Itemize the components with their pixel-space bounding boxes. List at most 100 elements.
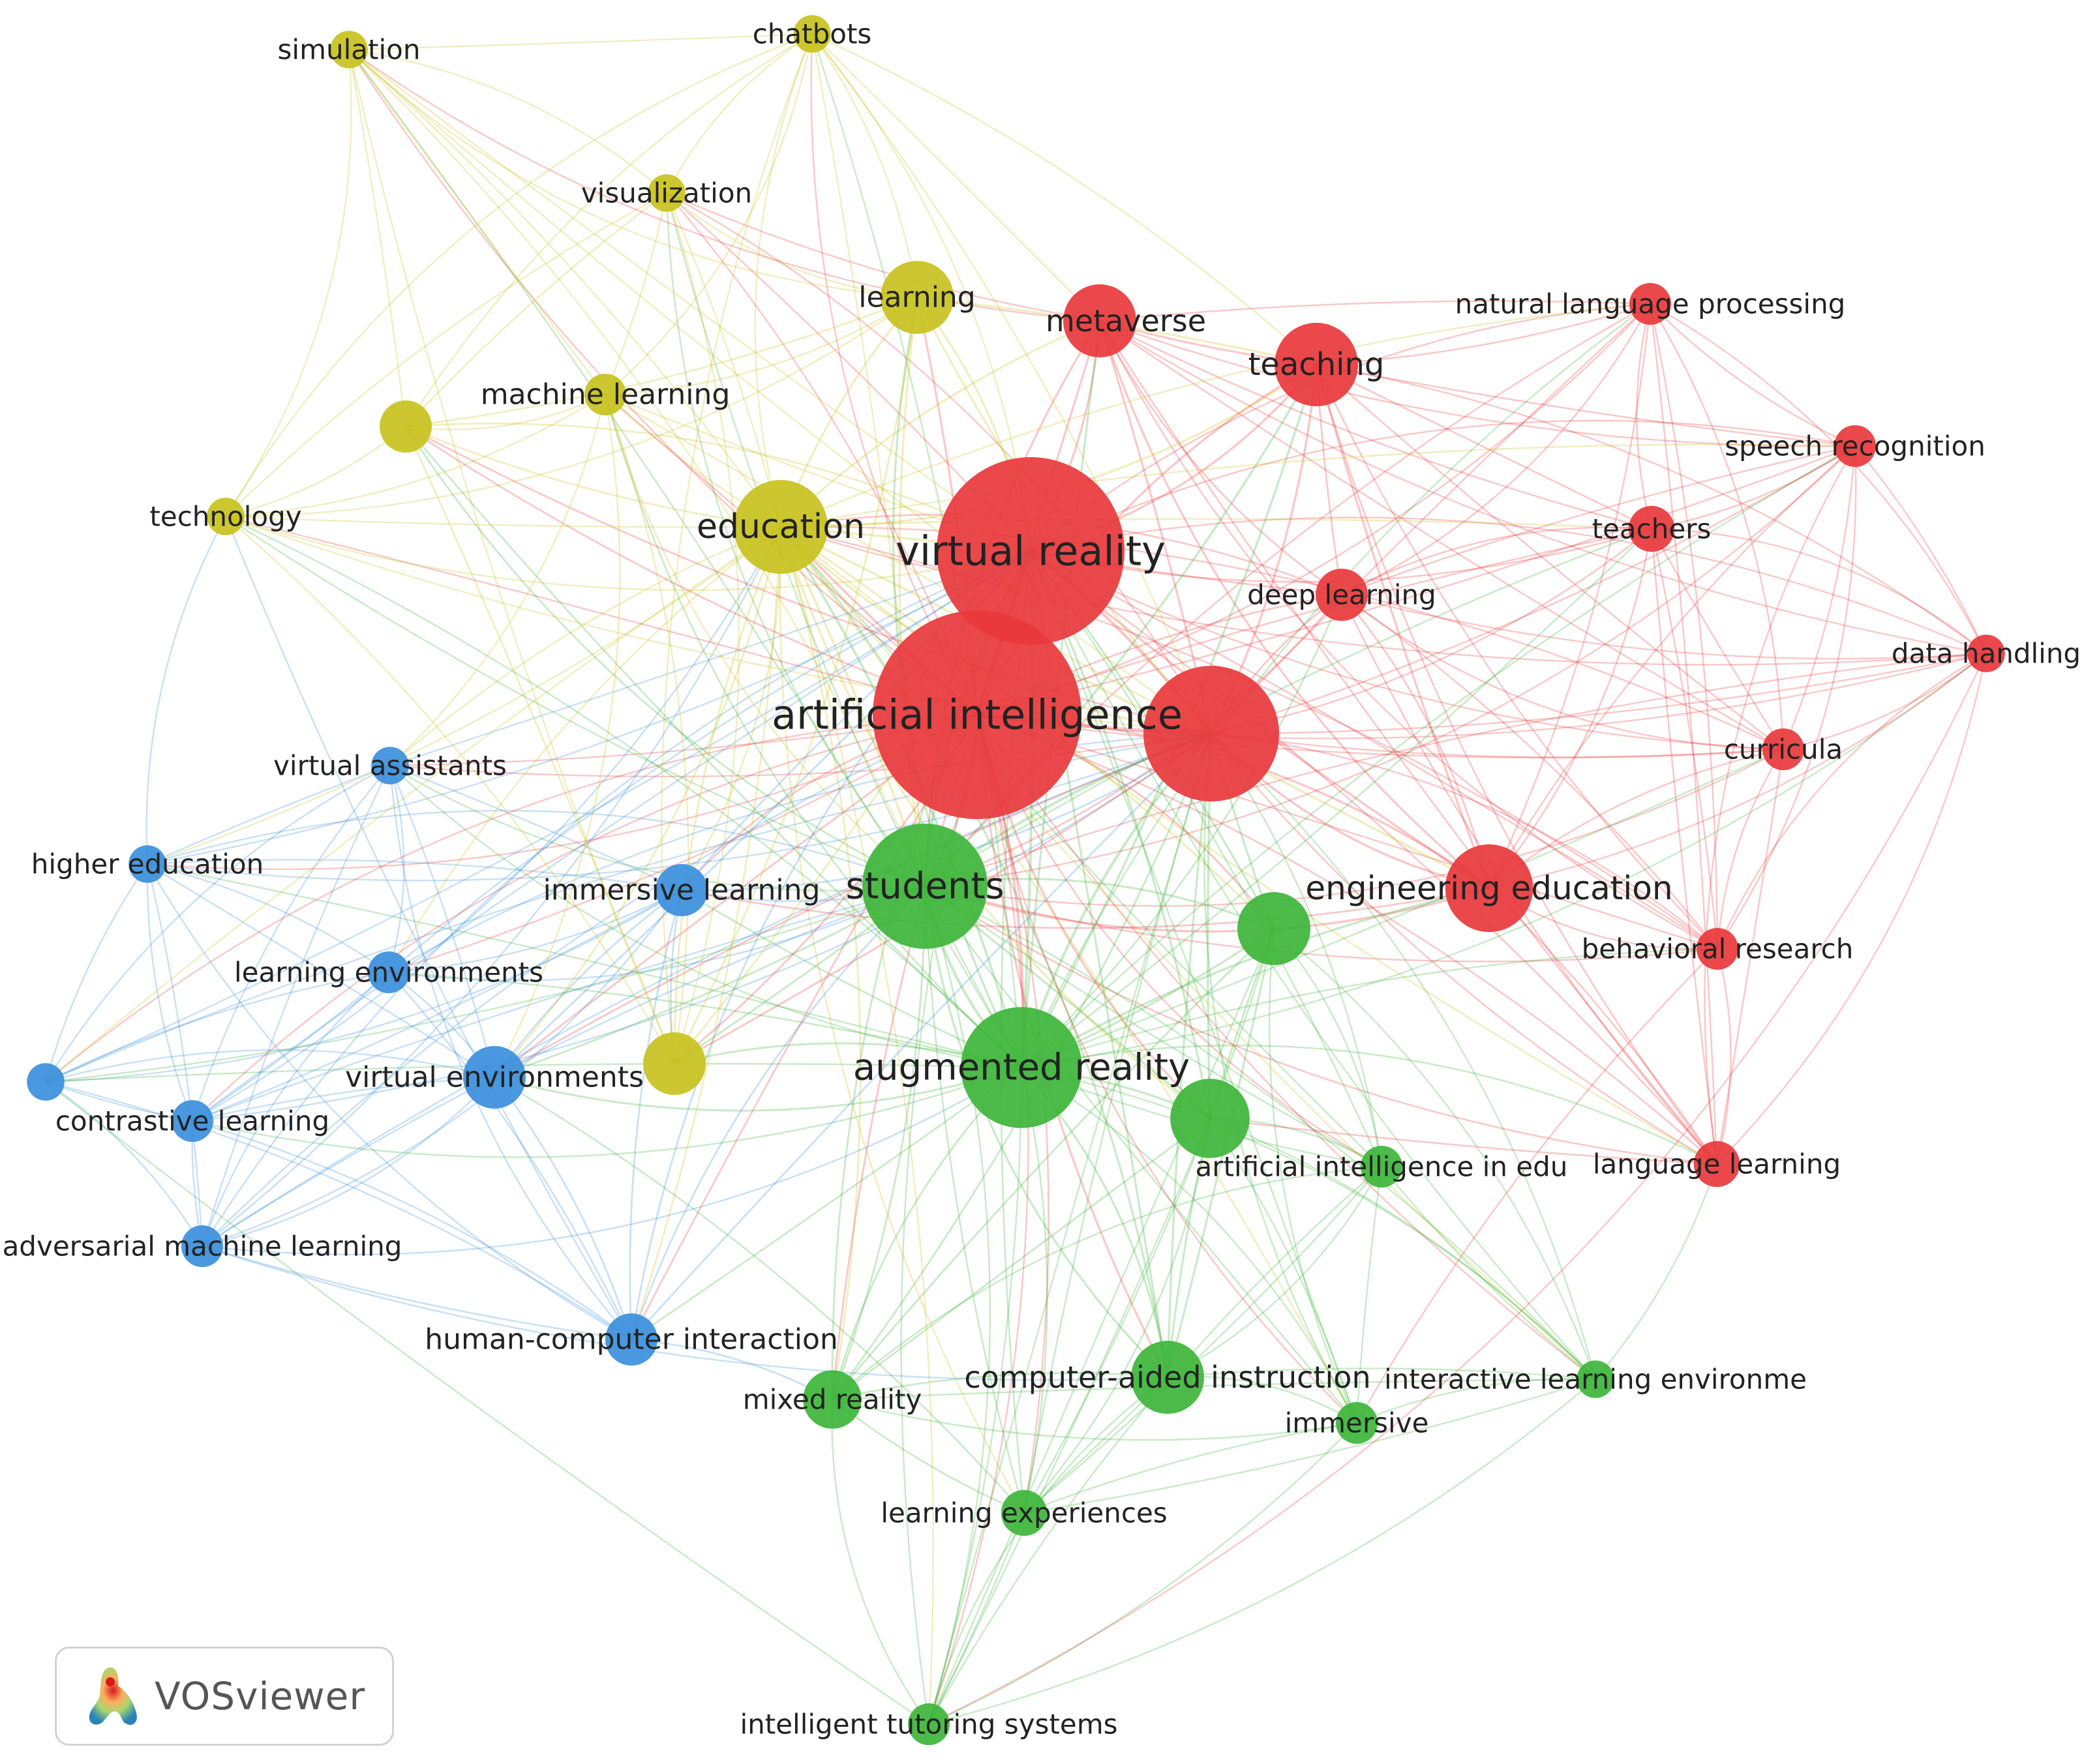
node-behavioral-research[interactable] xyxy=(1697,928,1738,970)
node-machine-learning[interactable] xyxy=(584,374,626,415)
node-artificial-intelligence-in-edu[interactable] xyxy=(1361,1146,1402,1188)
node-learning[interactable] xyxy=(881,261,954,334)
network-edge xyxy=(388,971,1022,1069)
network-edge xyxy=(780,526,1358,1424)
network-edge xyxy=(1315,364,1490,889)
network-edge xyxy=(1211,732,1784,758)
node-unlabeled-green-2[interactable] xyxy=(1170,1079,1250,1158)
node-education[interactable] xyxy=(734,480,828,574)
node-unlabeled-yellow-2[interactable] xyxy=(643,1032,706,1095)
network-edge xyxy=(1021,887,1490,1069)
network-edge xyxy=(1316,363,1987,654)
network-edge xyxy=(924,886,1357,1424)
network-edge xyxy=(1355,948,1718,1424)
network-edge xyxy=(780,526,1784,751)
node-metaverse[interactable] xyxy=(1063,284,1136,357)
node-adversarial-machine-learning[interactable] xyxy=(181,1225,223,1267)
network-edge xyxy=(388,885,926,981)
node-virtual-assistants[interactable] xyxy=(371,747,409,785)
network-edge xyxy=(630,526,782,1340)
node-students[interactable] xyxy=(862,824,988,949)
node-natural-language-processing[interactable] xyxy=(1629,283,1671,325)
node-human-computer-interaction[interactable] xyxy=(605,1313,657,1366)
network-edge xyxy=(225,515,1031,591)
network-edge xyxy=(1716,749,1785,949)
network-edge xyxy=(1649,303,1785,750)
node-language-learning[interactable] xyxy=(1693,1141,1740,1188)
node-mixed-reality[interactable] xyxy=(803,1370,862,1429)
node-unlabeled-green-1[interactable] xyxy=(1237,892,1310,965)
network-edge xyxy=(493,1077,633,1340)
node-artificial-intelligence[interactable] xyxy=(873,610,1081,819)
network-edge xyxy=(1356,1378,1596,1424)
network-edge xyxy=(666,192,1213,734)
node-augmented-reality[interactable] xyxy=(961,1007,1082,1128)
network-edge xyxy=(389,764,682,891)
label-immersive: immersive xyxy=(1285,1407,1429,1439)
network-edge xyxy=(1488,888,1718,1165)
network-edge xyxy=(147,809,926,888)
node-simulation[interactable] xyxy=(330,31,368,68)
node-virtual-environments[interactable] xyxy=(463,1046,526,1109)
network-edge xyxy=(924,885,1490,933)
node-intelligent-tutoring-systems[interactable] xyxy=(908,1703,950,1745)
network-edge xyxy=(1649,303,1718,1165)
network-edge xyxy=(810,33,978,715)
network-edge xyxy=(348,49,926,887)
node-visualization[interactable] xyxy=(648,174,686,212)
node-teaching[interactable] xyxy=(1275,323,1358,406)
network-edge xyxy=(1209,1117,1596,1380)
network-edge xyxy=(1021,948,1718,1069)
node-deep-learning[interactable] xyxy=(1316,569,1368,621)
node-interactive-learning-environme[interactable] xyxy=(1577,1360,1614,1398)
node-teachers[interactable] xyxy=(1628,505,1675,552)
network-edge xyxy=(389,526,781,766)
node-technology[interactable] xyxy=(207,498,245,535)
node-engineering-education[interactable] xyxy=(1445,844,1533,933)
network-edge xyxy=(192,889,682,1122)
network-edge xyxy=(1650,303,1856,447)
network-edge xyxy=(1315,364,1718,1165)
label-intelligent-tutoring-systems: intelligent tutoring systems xyxy=(740,1709,1117,1741)
network-edge xyxy=(1029,550,1596,1380)
network-edge xyxy=(1651,445,1856,530)
network-edge xyxy=(976,713,1784,758)
network-edge xyxy=(1030,550,1717,1165)
network-edge xyxy=(1030,550,1718,950)
vosviewer-logo-text: VOSviewer xyxy=(155,1674,366,1718)
network-edge xyxy=(192,972,389,1122)
network-edge xyxy=(404,426,926,888)
node-virtual-reality[interactable] xyxy=(937,457,1125,645)
network-edge xyxy=(1595,1163,1718,1380)
label-higher-education: higher education xyxy=(31,848,264,880)
node-immersive-learning[interactable] xyxy=(656,864,708,916)
network-edge xyxy=(405,423,1031,552)
node-learning-experiences[interactable] xyxy=(1001,1489,1048,1536)
node-contrastive-learning[interactable] xyxy=(172,1100,213,1142)
node-data-handling[interactable] xyxy=(1967,635,2005,672)
network-edge xyxy=(192,1076,495,1122)
network-edge xyxy=(630,714,978,1340)
node-immersive[interactable] xyxy=(1336,1402,1378,1444)
node-unlabeled-blue[interactable] xyxy=(27,1063,65,1101)
network-edge xyxy=(832,1398,1357,1441)
network-edge xyxy=(1854,445,1987,654)
node-chatbots[interactable] xyxy=(793,15,831,53)
network-edge xyxy=(1099,320,1784,751)
node-computer-aided-instruction[interactable] xyxy=(1131,1341,1204,1414)
network-edge xyxy=(976,713,1717,1165)
network-edge xyxy=(224,33,813,517)
network-edge xyxy=(147,550,1031,865)
node-curricula[interactable] xyxy=(1762,728,1804,770)
network-edge xyxy=(673,526,782,1064)
network-edge xyxy=(146,863,194,1122)
network-edge xyxy=(1023,1118,1211,1514)
node-higher-education[interactable] xyxy=(128,845,166,883)
node-unlabeled-red-hub[interactable] xyxy=(1143,666,1279,801)
network-edge xyxy=(924,528,1652,888)
node-learning-environments[interactable] xyxy=(368,951,410,993)
node-unlabeled-yellow-1[interactable] xyxy=(380,400,432,453)
node-speech-recognition[interactable] xyxy=(1834,425,1876,467)
network-edge xyxy=(494,1066,1022,1112)
